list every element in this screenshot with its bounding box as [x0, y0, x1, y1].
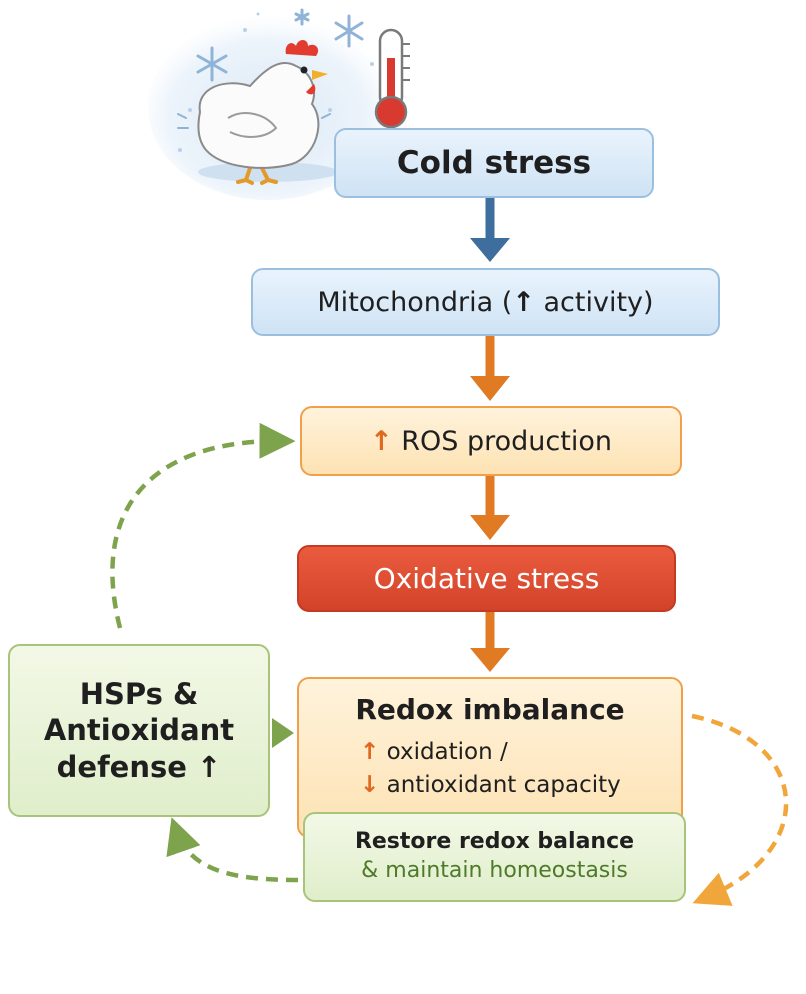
up-arrow-icon: ↑ — [197, 749, 222, 784]
arrow-hsp-to-redox — [272, 718, 294, 748]
up-arrow-icon: ↑ — [512, 286, 535, 318]
oxidative-stress-node: Oxidative stress — [297, 545, 676, 612]
mitochondria-label: Mitochondria — [317, 286, 494, 318]
cold-chicken-illustration — [148, 8, 388, 200]
oxidation-text: oxidation / — [386, 739, 508, 765]
arrow-mito-to-ros — [470, 336, 510, 401]
down-arrow-icon: ↓ — [360, 772, 380, 799]
hsp-antioxidant-node: HSPs & Antioxidant defense ↑ — [8, 644, 270, 817]
up-arrow-icon: ↑ — [360, 739, 380, 765]
restore-balance-node: Restore redox balance & maintain homeost… — [303, 812, 686, 902]
arrow-ros-to-oxidative — [470, 476, 510, 540]
up-arrow-icon: ↑ — [370, 425, 393, 457]
mitochondria-activity: activity — [543, 286, 644, 318]
oxidative-stress-label: Oxidative stress — [373, 562, 600, 595]
arrow-cold-to-mito — [470, 198, 510, 262]
ros-production-node: ↑ ROS production — [300, 406, 682, 476]
arrow-oxidative-to-redox — [470, 612, 510, 672]
dashed-arrow-redox-to-restore — [691, 713, 789, 906]
redox-imbalance-node: Redox imbalance ↑ oxidation / ↓ antioxid… — [297, 677, 683, 838]
restore-subtitle: & maintain homeostasis — [361, 858, 628, 883]
dashed-arrow-hsp-to-ros — [110, 422, 296, 629]
hsp-line2: Antioxidant — [43, 713, 235, 748]
cold-stress-node: Cold stress — [334, 128, 654, 198]
thermometer-icon — [374, 28, 410, 129]
antioxidant-capacity-text: antioxidant capacity — [386, 772, 621, 799]
ros-label: ROS production — [401, 425, 612, 457]
restore-title: Restore redox balance — [354, 829, 635, 855]
dashed-arrow-restore-to-hsp — [166, 817, 299, 883]
hsp-line1: HSPs & — [79, 677, 199, 712]
cold-stress-label: Cold stress — [396, 145, 592, 181]
mitochondria-node: Mitochondria (↑ activity) — [251, 268, 720, 336]
snowflake-icon — [196, 8, 364, 82]
redox-imbalance-title: Redox imbalance — [355, 693, 625, 726]
hsp-line3: defense — [56, 749, 187, 784]
